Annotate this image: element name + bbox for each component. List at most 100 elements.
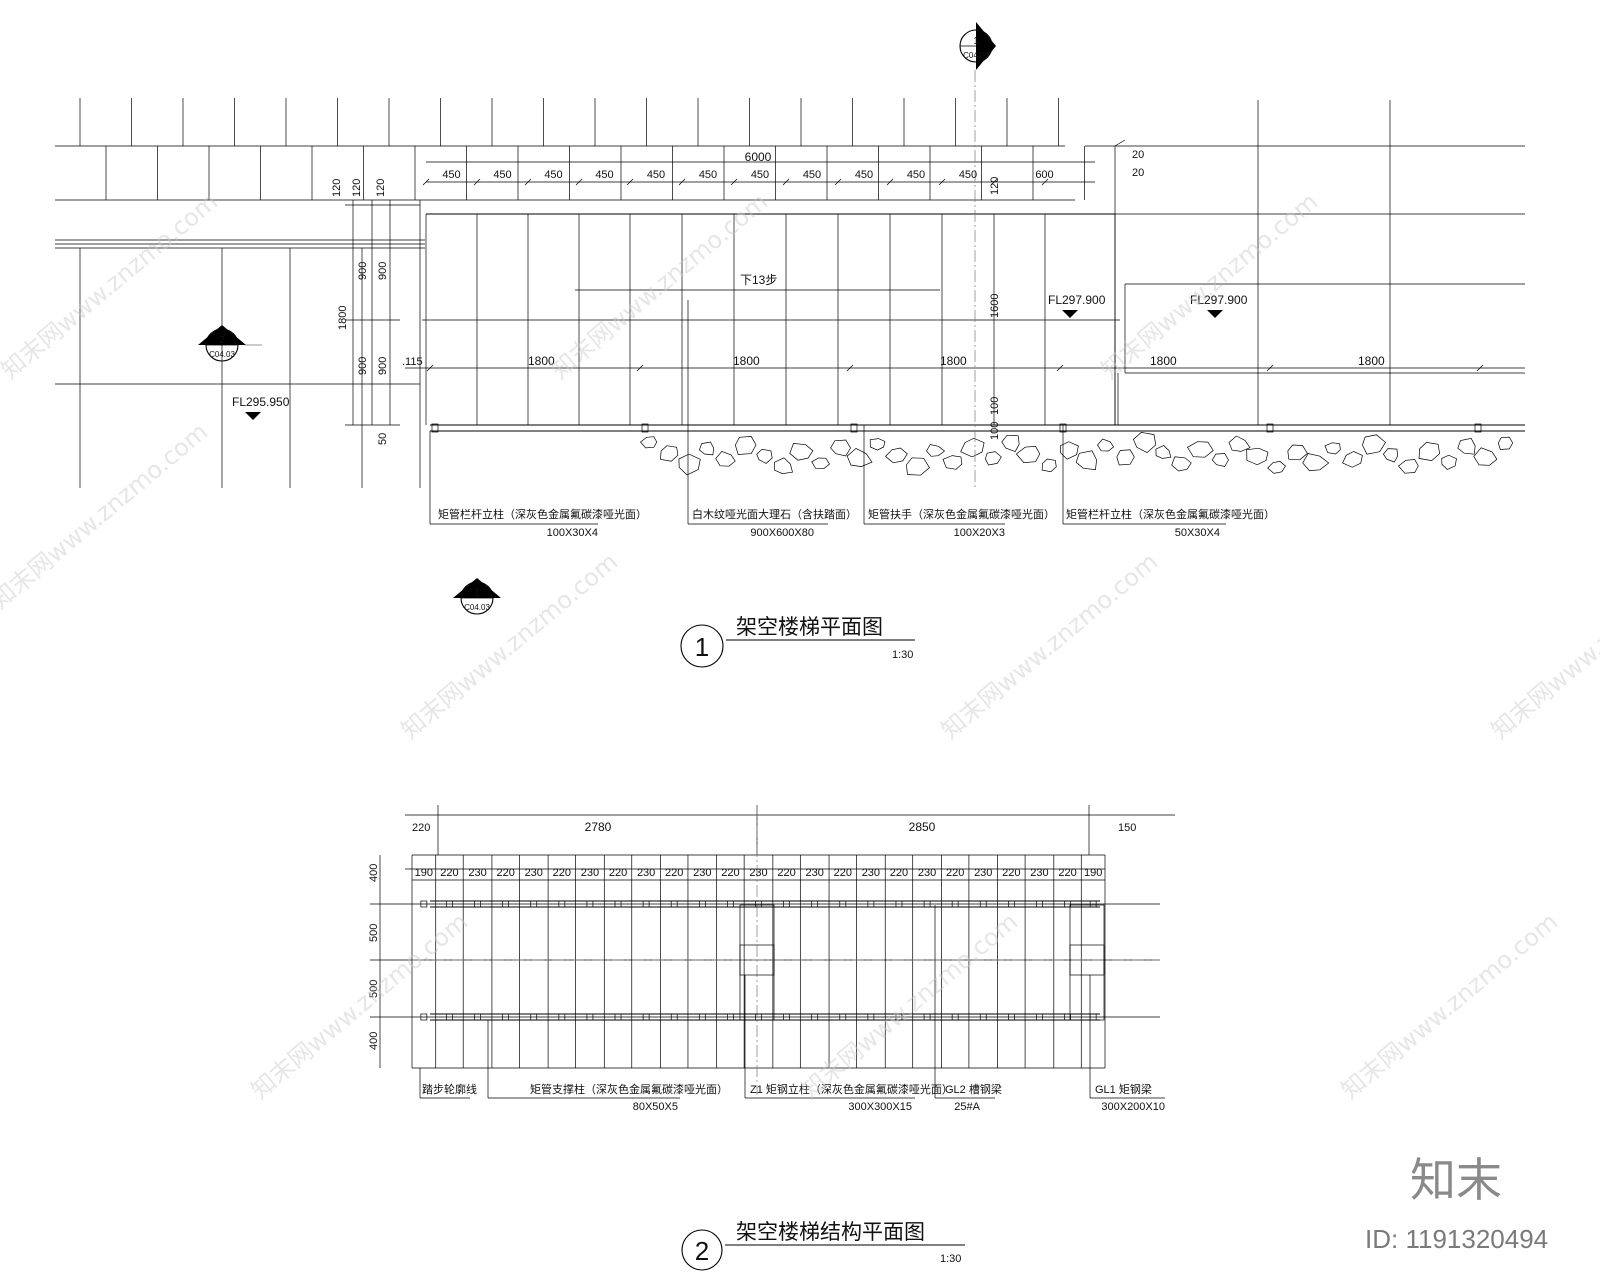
beam-mark — [1008, 1013, 1015, 1021]
sub-dim: 220 — [890, 867, 908, 879]
plan2-leaders — [419, 905, 1165, 1099]
beam-mark — [698, 1013, 706, 1021]
p2-callout-2-spec: 80X50X5 — [633, 1101, 678, 1113]
vdim-100b: 100 — [989, 422, 1001, 440]
vdim-1800: 1800 — [337, 306, 349, 330]
sub-dim: 230 — [918, 867, 936, 879]
beam-mark — [558, 1013, 566, 1021]
bdim-1800a: 1800 — [528, 354, 555, 368]
rubble-stone — [960, 437, 985, 458]
dim-tick — [1476, 364, 1484, 372]
callout-3-text: 矩管扶手（深灰色金属氟碳漆哑光面） — [868, 507, 1055, 521]
tread-dim: 450 — [959, 169, 977, 181]
sub-dim: 230 — [581, 867, 599, 879]
tread-dim: 450 — [907, 169, 925, 181]
tread-dim: 450 — [803, 169, 821, 181]
p2-left-400b: 400 — [368, 1032, 380, 1050]
rubble-stone — [1097, 438, 1115, 452]
tread-dim: 450 — [595, 169, 613, 181]
sub-dim: 220 — [1058, 867, 1076, 879]
sub-dim: 220 — [665, 867, 683, 879]
dim-tick — [626, 178, 634, 186]
rubble-stone — [678, 453, 701, 476]
sub-dim: 230 — [1030, 867, 1048, 879]
rubble-stone — [1059, 441, 1079, 460]
watermark-1: 知末网www.znzmo.com — [0, 188, 223, 385]
beam-mark — [755, 900, 762, 908]
dim-tick — [426, 364, 434, 372]
rubble-stone — [789, 443, 814, 461]
beam-mark — [979, 1013, 987, 1021]
beam-mark — [839, 900, 847, 908]
marker-bottom-ref: C04.03 — [464, 603, 490, 612]
callout-2-text: 白木纹哑光面大理石（含扶踏面） — [692, 507, 857, 521]
callout-4-text: 矩管栏杆立柱（深灰色金属氟碳漆哑光面） — [1066, 507, 1275, 521]
rubble-stone — [830, 439, 851, 457]
beam-mark — [867, 900, 875, 908]
rubble-stone — [1342, 451, 1363, 468]
beam-mark — [530, 900, 538, 908]
section-marker-left — [198, 325, 246, 362]
beam-mark — [1064, 1013, 1071, 1021]
dim-tick — [473, 178, 481, 186]
rubble-stone — [660, 445, 679, 462]
rubble-stone — [811, 457, 830, 470]
watermark-5: 知末网www.znzmo.com — [396, 548, 623, 745]
beam-mark — [474, 900, 481, 908]
beam-mark — [727, 1013, 734, 1021]
stone-rubble-pattern — [639, 432, 1514, 476]
rubble-stone — [846, 447, 873, 467]
rubble-stone — [1116, 449, 1135, 466]
rubble-stone — [734, 436, 757, 455]
sub-dim: 190 — [1084, 867, 1102, 879]
beam-mark — [474, 1013, 481, 1021]
beam-mark — [1036, 1013, 1043, 1021]
vdim-900a: 900 — [357, 262, 369, 280]
callout-1-text: 矩管栏杆立柱（深灰色金属氟碳漆哑光面） — [438, 507, 647, 521]
bdim-1800e: 1800 — [1358, 354, 1385, 368]
beam-mark — [979, 900, 987, 908]
dim-tick — [846, 364, 854, 372]
section-marker-bottom — [453, 578, 501, 615]
plan1-number: 1 — [695, 632, 709, 662]
beam-mark — [867, 1013, 875, 1021]
p2-callout-3-spec: 300X300X15 — [848, 1101, 912, 1113]
beam-mark — [1008, 900, 1015, 908]
dim-20b: 20 — [1132, 167, 1144, 179]
watermark-3: 知末网www.znzmo.com — [1096, 188, 1323, 385]
sub-dim: 220 — [1002, 867, 1020, 879]
rubble-stone — [1457, 438, 1476, 455]
bdim-115: .115 — [402, 356, 423, 368]
dim-120b: 120 — [351, 179, 363, 197]
rubble-stone — [774, 457, 793, 474]
rubble-stone — [1418, 442, 1440, 461]
rubble-stone — [715, 450, 736, 467]
p2-left-500b: 500 — [368, 980, 380, 998]
rubble-stone — [1382, 448, 1399, 463]
dim-tick — [422, 178, 430, 186]
marker-bottom-number: 1 — [474, 588, 480, 599]
beam-mark — [811, 1013, 819, 1021]
sub-dim: 230 — [468, 867, 486, 879]
p2-callout-4-spec: 25#A — [954, 1101, 980, 1113]
rubble-stone — [1171, 456, 1192, 472]
sub-dim: 190 — [415, 867, 433, 879]
level-fl297900-a: FL297.900 — [1048, 293, 1106, 307]
p2-callout-5-spec: 300X200X10 — [1101, 1101, 1165, 1113]
tread-dim: 450 — [544, 169, 562, 181]
beam-mark — [783, 900, 790, 908]
vdim-120: 120 — [989, 177, 1001, 195]
section-marker-top — [959, 22, 996, 70]
beam-mark — [614, 900, 622, 908]
sub-dim: 230 — [806, 867, 824, 879]
dim-120a: 120 — [331, 179, 343, 197]
rubble-stone — [1001, 434, 1020, 453]
beam-mark — [755, 1013, 762, 1021]
callout-4-spec: 50X30X4 — [1175, 527, 1220, 539]
dim-tick — [730, 178, 738, 186]
beam-mark — [614, 1013, 622, 1021]
beam-mark — [642, 1013, 650, 1021]
handrail — [430, 423, 1525, 433]
rail-post — [1474, 423, 1482, 433]
rubble-stone — [906, 457, 930, 476]
